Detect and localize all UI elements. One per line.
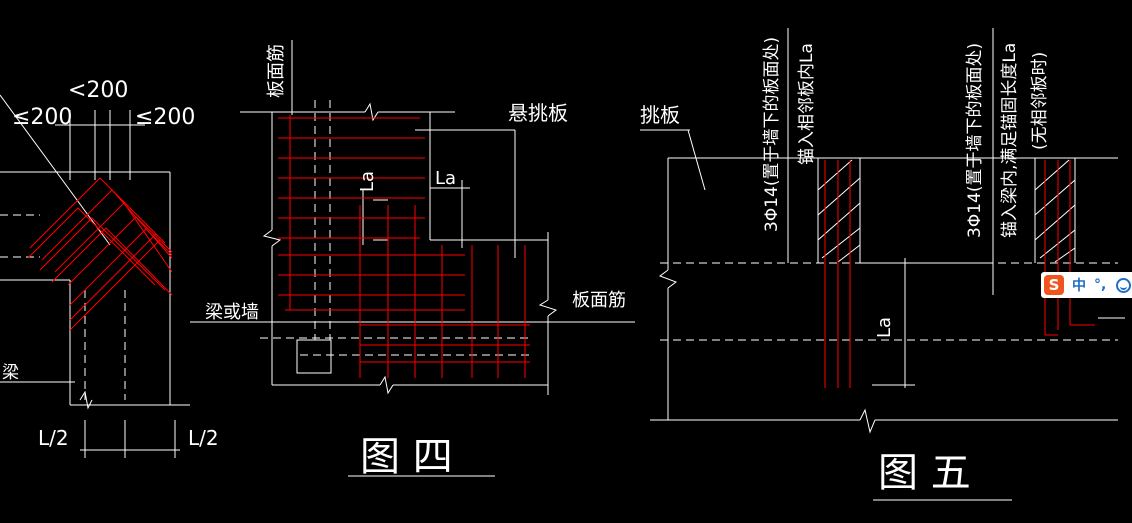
figure-corner-detail — [0, 94, 190, 458]
fig5-la-dim: La — [874, 317, 895, 338]
fig5-note-right-line2: 锚入梁内,满足锚固长度La — [1000, 43, 1020, 238]
figure-4-outline — [190, 40, 635, 477]
fig1-dim-bottom-right: L/2 — [188, 426, 219, 450]
fig5-note-left-line2: 锚入相邻板内La — [797, 43, 817, 165]
emoji-icon[interactable] — [1116, 277, 1132, 293]
fig5-note-right-line3: (无相邻板时) — [1030, 52, 1050, 150]
ime-punctuation-toggle[interactable]: °, — [1094, 277, 1107, 293]
figure-4-rebar — [278, 115, 530, 378]
fig1-dim-bottom-left: L/2 — [38, 426, 69, 450]
fig4-caption: 图 四 — [360, 434, 453, 480]
fig4-slab-rebar-right-label: 板面筋 — [572, 290, 626, 311]
fig4-cantilever-label: 悬挑板 — [508, 101, 568, 125]
fig1-dim-left-text: ≤200 — [12, 105, 72, 130]
fig4-la-horizontal-dim: La — [435, 168, 456, 189]
fig5-note-right-line1: 3Φ14(置于墙下的板面处) — [965, 43, 985, 238]
fig4-beam-or-wall-label: 梁或墙 — [205, 302, 259, 323]
fig1-dim-right-text: ≤200 — [135, 105, 195, 130]
fig5-note-left-line1: 3Φ14(置于墙下的板面处) — [762, 37, 782, 232]
ime-mode-toggle[interactable]: 中 — [1072, 278, 1086, 294]
fig5-cantilever-label: 挑板 — [640, 103, 680, 127]
fig5-caption: 图 五 — [878, 450, 971, 496]
figure-corner-rebar — [27, 177, 173, 331]
ime-logo-icon[interactable]: S — [1044, 275, 1064, 295]
figure-5-outline — [640, 28, 1125, 501]
fig4-slab-rebar-top-label: 板面筋 — [266, 44, 287, 98]
fig1-beam-label: 梁 — [2, 363, 19, 383]
fig4-la-vertical-dim: La — [357, 171, 378, 192]
figure-5-rebar — [824, 160, 1095, 388]
fig1-dim-top-text: <200 — [68, 78, 128, 103]
ime-toolbar[interactable]: S 中 °, — [1041, 272, 1132, 298]
